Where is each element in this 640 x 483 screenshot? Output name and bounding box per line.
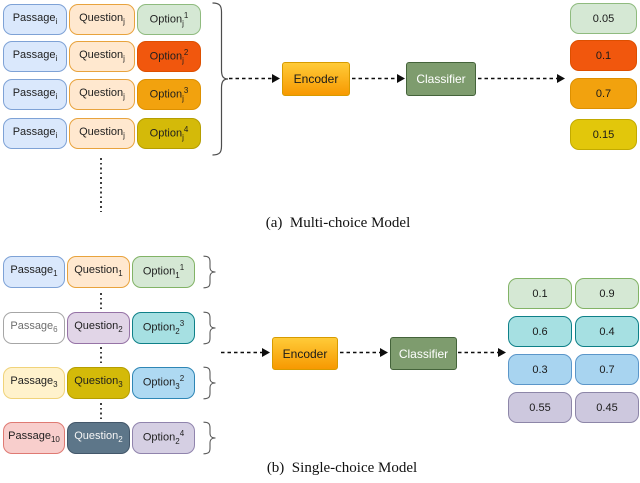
probability-box: 0.4 xyxy=(575,316,639,347)
classifier-label: Classifier xyxy=(398,346,449,361)
question-chip: Questionj xyxy=(69,41,135,72)
row-brace-icon xyxy=(203,366,216,400)
option-chip: Optionj2 xyxy=(137,41,201,72)
probability-box: 0.9 xyxy=(575,278,639,309)
classifier-box: Classifier xyxy=(390,337,457,370)
encoder-box: Encoder xyxy=(272,337,338,370)
dashed-arrow xyxy=(340,348,388,357)
dashed-arrow xyxy=(221,348,270,357)
passage-chip: Passage1 xyxy=(3,256,65,288)
classifier-box: Classifier xyxy=(406,62,476,96)
option-chip: Option24 xyxy=(132,422,195,454)
question-chip: Question3 xyxy=(67,367,130,399)
probability-box: 0.55 xyxy=(508,392,572,423)
question-chip: Questionj xyxy=(69,79,135,110)
passage-chip: Passagei xyxy=(3,4,67,35)
ellipsis-dots-b1 xyxy=(100,293,102,309)
passage-chip: Passagei xyxy=(3,79,67,110)
probability-box: 0.7 xyxy=(575,354,639,385)
passage-chip: Passage6 xyxy=(3,312,65,344)
caption-multi-choice: (a) Multi-choice Model xyxy=(265,215,411,231)
option-chip: Optionj3 xyxy=(137,79,201,110)
ellipsis-dots-a xyxy=(100,158,102,212)
option-chip: Option11 xyxy=(132,256,195,288)
option-chip: Optionj1 xyxy=(137,4,201,35)
passage-chip: Passagei xyxy=(3,118,67,149)
probability-box: 0.1 xyxy=(570,40,637,71)
question-chip: Questionj xyxy=(69,118,135,149)
encoder-label: Encoder xyxy=(282,346,328,361)
probability-box: 0.1 xyxy=(508,278,572,309)
row-brace-icon xyxy=(203,255,216,289)
row-brace-icon xyxy=(203,421,216,455)
dashed-arrow xyxy=(229,74,280,83)
ellipsis-dots-b2 xyxy=(100,347,102,363)
ellipsis-dots-b3 xyxy=(100,403,102,419)
encoder-box: Encoder xyxy=(282,62,350,96)
dashed-arrow xyxy=(478,74,565,83)
passage-chip: Passage10 xyxy=(3,422,65,454)
question-chip: Questionj xyxy=(69,4,135,35)
question-chip: Question2 xyxy=(67,422,130,454)
probability-box: 0.15 xyxy=(570,119,637,150)
probability-box: 0.45 xyxy=(575,392,639,423)
question-chip: Question2 xyxy=(67,312,130,344)
group-brace-icon xyxy=(212,2,229,156)
probability-box: 0.3 xyxy=(508,354,572,385)
classifier-label: Classifier xyxy=(416,72,466,86)
probability-box: 0.7 xyxy=(570,78,637,109)
probability-box: 0.6 xyxy=(508,316,572,347)
dashed-arrow xyxy=(458,348,506,357)
dashed-arrow xyxy=(352,74,405,83)
row-brace-icon xyxy=(203,311,216,345)
encoder-label: Encoder xyxy=(293,72,339,86)
probability-box: 0.05 xyxy=(570,3,637,34)
passage-chip: Passage3 xyxy=(3,367,65,399)
option-chip: Option32 xyxy=(132,367,195,399)
option-chip: Optionj4 xyxy=(137,118,201,149)
caption-single-choice: (b) Single-choice Model xyxy=(266,460,418,476)
passage-chip: Passagei xyxy=(3,41,67,72)
question-chip: Question1 xyxy=(67,256,130,288)
option-chip: Option23 xyxy=(132,312,195,344)
